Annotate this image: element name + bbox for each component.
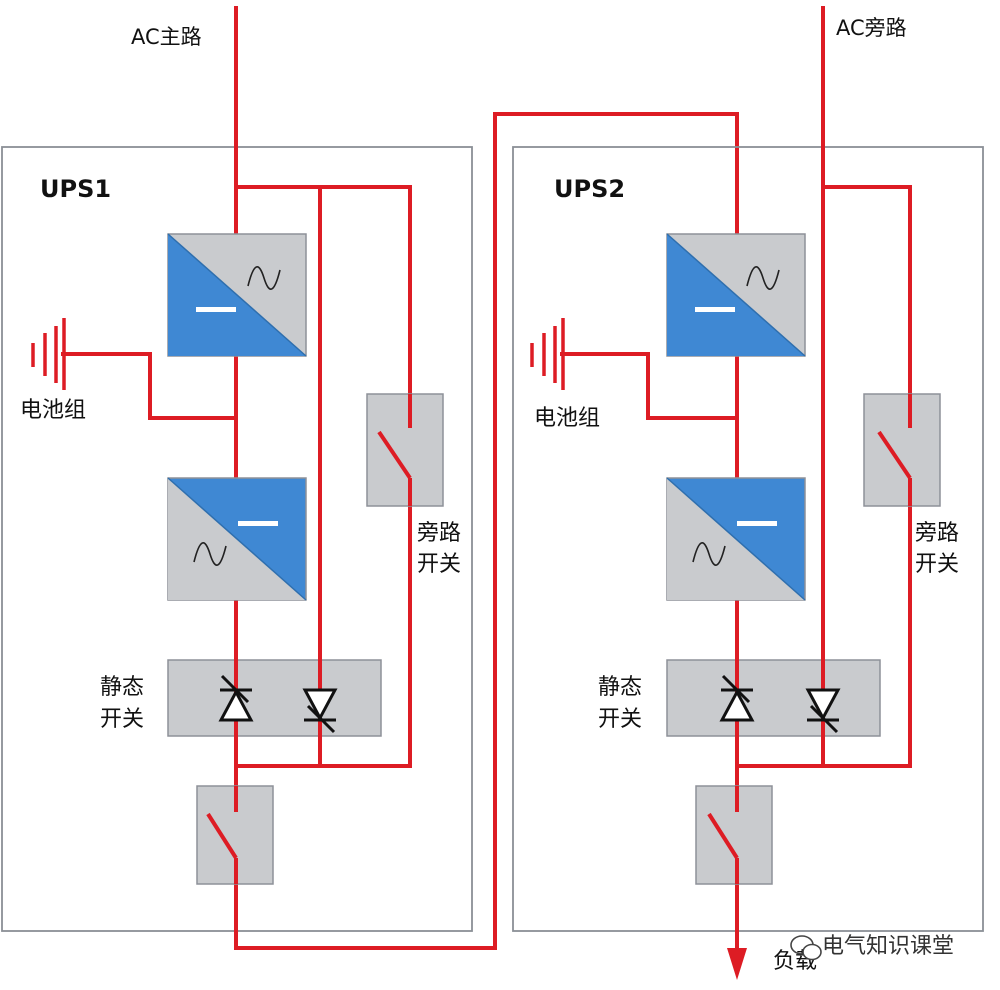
thyristor-icon bbox=[302, 688, 338, 734]
arrow-down-icon bbox=[727, 948, 747, 980]
ups2-title: UPS2 bbox=[554, 175, 625, 203]
ups2-static-switch bbox=[666, 659, 881, 737]
ups2-bypass-switch-label-2: 开关 bbox=[915, 552, 959, 577]
ups2-rectifier bbox=[666, 233, 806, 357]
ups2-bypass-switch-label-1: 旁路 bbox=[915, 521, 959, 546]
battery-icon bbox=[530, 318, 565, 390]
wechat-icon bbox=[790, 935, 822, 961]
battery-icon bbox=[31, 318, 66, 390]
ups1-battery-label: 电池组 bbox=[20, 398, 86, 423]
ups1-static-switch-label-2: 开关 bbox=[100, 707, 144, 732]
thyristor-icon bbox=[805, 688, 841, 734]
ups2-static-switch-label-2: 开关 bbox=[598, 707, 642, 732]
thyristor-icon bbox=[719, 674, 755, 722]
ups1-bypass-switch bbox=[366, 393, 444, 507]
ups2-static-switch-label-1: 静态 bbox=[598, 675, 642, 700]
ups2-battery-label: 电池组 bbox=[534, 406, 600, 431]
ups1-inverter bbox=[167, 477, 307, 601]
ups1-bypass-switch-label-1: 旁路 bbox=[417, 521, 461, 546]
ac-main-label: AC主路 bbox=[131, 25, 202, 49]
ups1-static-switch-label-1: 静态 bbox=[100, 675, 144, 700]
ups2-output-breaker bbox=[695, 785, 773, 885]
thyristor-icon bbox=[218, 674, 254, 722]
ac-bypass-label: AC旁路 bbox=[836, 16, 907, 40]
ups1-rectifier bbox=[167, 233, 307, 357]
ups1-bypass-switch-label-2: 开关 bbox=[417, 552, 461, 577]
ups2-frame bbox=[512, 146, 984, 932]
ups1-title: UPS1 bbox=[40, 175, 111, 203]
ups2-bypass-switch bbox=[863, 393, 941, 507]
watermark-text: 电气知识课堂 bbox=[822, 934, 954, 959]
ups1-static-switch bbox=[167, 659, 382, 737]
ups2-inverter bbox=[666, 477, 806, 601]
